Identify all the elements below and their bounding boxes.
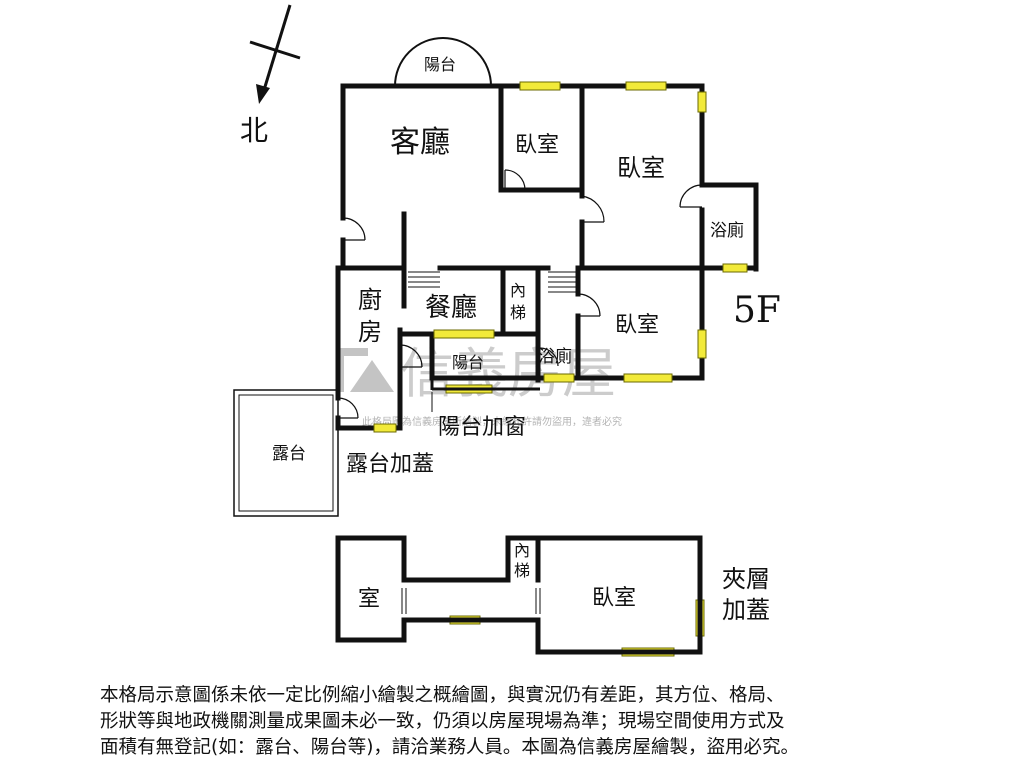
doors <box>337 169 703 419</box>
footnote-line-2: 形狀等與地政機關測量成果圖未必一致，仍須以房屋現場為準；現場空間使用方式及 <box>100 711 785 732</box>
footnote-line-1: 本格局示意圖係未依一定比例縮小繪製之概繪圖，與實況仍有差距，其方位、格局、 <box>100 685 785 706</box>
mezzanine-stair-label-1: 內 <box>514 541 530 560</box>
compass: 北 <box>240 4 301 147</box>
balcony-rail <box>430 378 540 412</box>
north-label: 北 <box>240 114 268 147</box>
mezzanine-note-1: 夾層 <box>722 565 770 593</box>
balcony-windowed-note: 陽台加窗 <box>438 415 526 440</box>
living-room-label: 客廳 <box>390 125 450 160</box>
dining-label: 餐廳 <box>425 293 477 323</box>
kitchen-label-2: 房 <box>358 318 382 346</box>
bath-master-label: 浴廁 <box>710 220 744 241</box>
balcony-top: 陽台 <box>394 37 492 89</box>
north-arrow-icon <box>256 84 270 104</box>
balcony-top-label: 陽台 <box>424 55 456 74</box>
mezzanine-stair-label-2: 梯 <box>514 561 530 580</box>
floor-plan: 信義房屋 此格局圖為信義房屋所繪製，未經允許請勿盜用，違者必究 北 陽台 <box>233 4 781 657</box>
bath-back-label: 浴廁 <box>538 346 572 367</box>
footnote-line-3: 面積有無登記(如：露台、陽台等)，請洽業務人員。本圖為信義房屋繪製，盜用必究。 <box>100 737 799 758</box>
balcony-back-label: 陽台 <box>452 353 484 372</box>
mezzanine-note-2: 加蓋 <box>722 596 770 624</box>
stair-steps <box>408 271 580 293</box>
mezzanine-openings <box>401 588 541 614</box>
bedroom-master-label: 臥室 <box>617 154 665 182</box>
terrace <box>233 389 339 517</box>
mezzanine-walls <box>335 535 703 655</box>
kitchen-label-1: 廚 <box>358 286 382 314</box>
footnote: 本格局示意圖係未依一定比例縮小繪製之概繪圖，與實況仍有差距，其方位、格局、 形狀… <box>100 683 960 761</box>
terrace-label: 露台 <box>272 444 306 464</box>
floor-label: 5F <box>733 290 781 331</box>
bedroom-small-label: 臥室 <box>515 133 559 158</box>
mezzanine-bedroom-label: 臥室 <box>592 586 636 611</box>
mezzanine-room-label: 室 <box>358 587 380 612</box>
stair-label-2: 梯 <box>510 303 526 322</box>
watermark-logo-icon <box>336 348 394 392</box>
stair-label-1: 內 <box>510 281 526 300</box>
watermark-notice: 此格局圖為信義房屋所繪製，未經允許請勿盜用，違者必究 <box>362 415 622 428</box>
terrace-roofed-note: 露台加蓋 <box>346 452 434 477</box>
bedroom-back-label: 臥室 <box>615 313 659 338</box>
